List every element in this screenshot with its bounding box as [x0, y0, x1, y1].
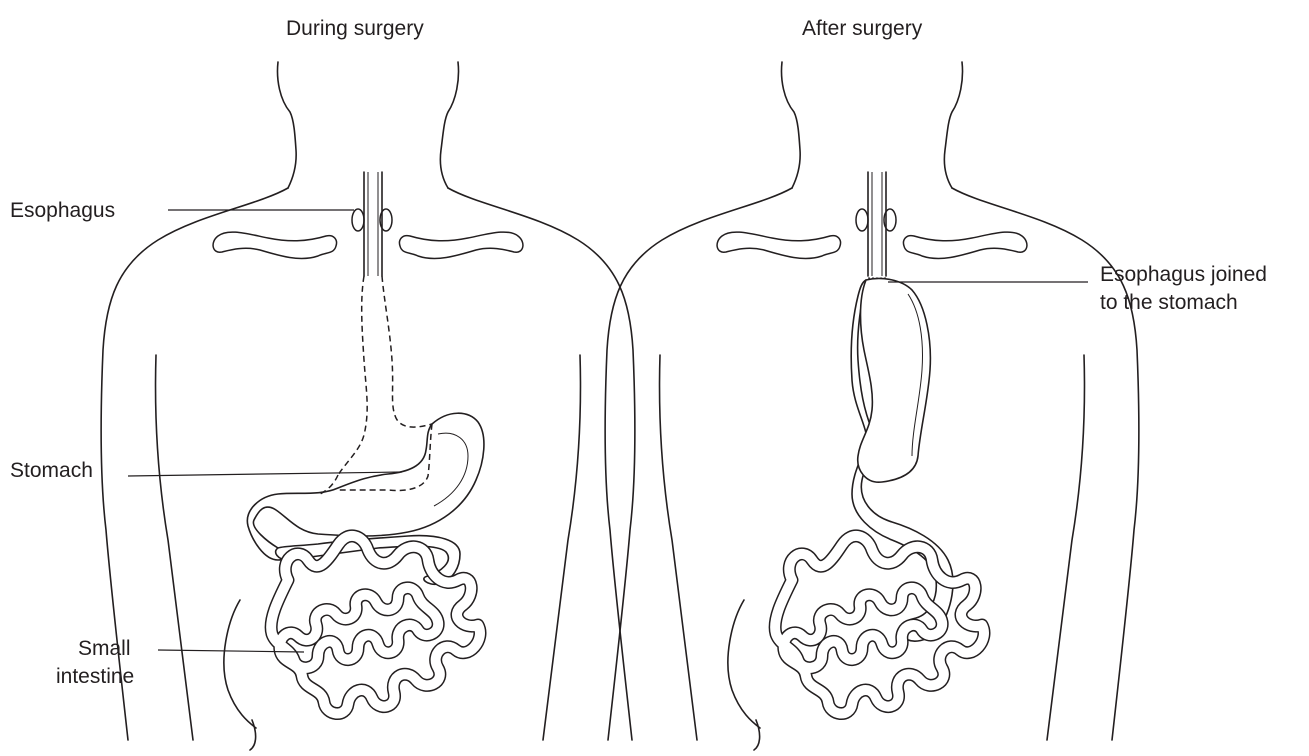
esophagus-label: Esophagus — [10, 198, 115, 224]
esophagus-dashed-path — [338, 276, 367, 475]
small-intestine-shape-after — [775, 536, 984, 714]
small-intestine-label-line2: intestine — [56, 664, 134, 690]
stomach-label: Stomach — [10, 458, 93, 484]
panel-title-during: During surgery — [286, 16, 424, 42]
small-intestine-label-line1: Small — [78, 636, 131, 662]
stomach-leader-line — [128, 472, 402, 476]
joined-label-line1: Esophagus joined — [1100, 262, 1267, 288]
panel-title-after: After surgery — [802, 16, 922, 42]
torso-outline — [101, 62, 635, 750]
panel-during-surgery — [101, 62, 635, 750]
joined-label-line2: to the stomach — [1100, 290, 1238, 316]
panel-after-surgery — [605, 62, 1139, 750]
